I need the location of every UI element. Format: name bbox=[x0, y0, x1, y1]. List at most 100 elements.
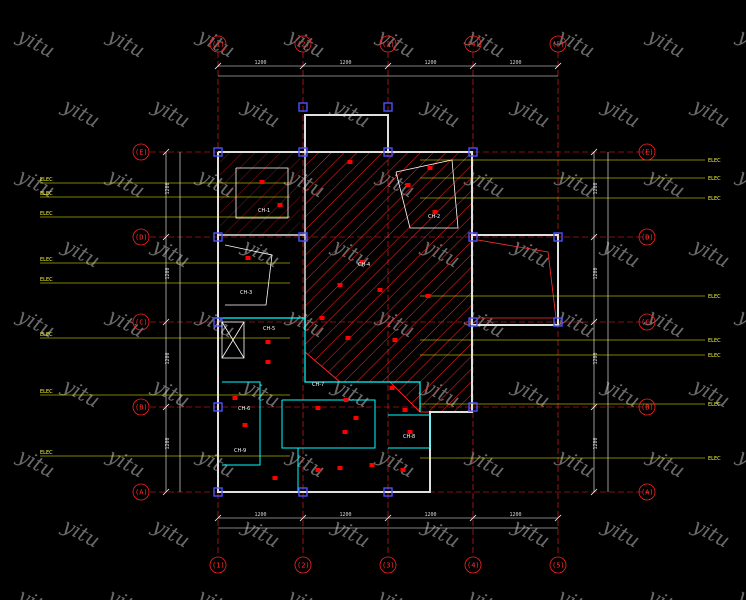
light-fixture-icon bbox=[400, 468, 406, 472]
grid-bubble-label: (1) bbox=[212, 41, 225, 49]
dimension-tick bbox=[469, 62, 477, 70]
watermark-text: yitu bbox=[283, 583, 329, 600]
watermark-text: yitu bbox=[553, 583, 599, 600]
watermark-text: yitu bbox=[238, 93, 284, 133]
watermark-text: yitu bbox=[283, 443, 329, 483]
dimension-tick bbox=[214, 514, 222, 522]
grid-bubble-icon bbox=[132, 228, 150, 246]
watermark-text: yitu bbox=[193, 583, 239, 600]
annotation-left: ELEC bbox=[40, 211, 53, 217]
dimension-label: 1200 bbox=[165, 352, 171, 364]
watermark-text: yitu bbox=[508, 373, 554, 413]
column-icon bbox=[553, 232, 563, 242]
dimension-tick bbox=[590, 148, 598, 156]
column-icon bbox=[383, 102, 393, 112]
grid-bubble-label: (C) bbox=[641, 319, 654, 327]
dimension-label: 1200 bbox=[593, 267, 599, 279]
watermark-text: yitu bbox=[373, 583, 419, 600]
dimension-tick bbox=[554, 62, 562, 70]
watermark-text: yitu bbox=[148, 233, 194, 273]
dimension-label: 1200 bbox=[510, 60, 522, 66]
light-fixture-icon bbox=[353, 416, 359, 420]
columns bbox=[213, 102, 563, 497]
light-fixture-icon bbox=[245, 256, 251, 260]
grid-bubble-icon bbox=[209, 556, 227, 574]
watermark-text: yitu bbox=[148, 513, 194, 553]
column-icon bbox=[213, 402, 223, 412]
light-fixture-icon bbox=[405, 183, 411, 187]
light-fixture-icon bbox=[315, 468, 321, 472]
watermark-text: yitu bbox=[13, 583, 59, 600]
watermark-text: yitu bbox=[58, 373, 104, 413]
dimension-label: 1200 bbox=[165, 267, 171, 279]
light-fixture-icon bbox=[432, 210, 438, 214]
grid-bubble-icon bbox=[464, 556, 482, 574]
dimension-tick bbox=[299, 514, 307, 522]
grid-bubble-label: (D) bbox=[135, 234, 148, 242]
dimension-label: 1200 bbox=[165, 437, 171, 449]
grid-bubble-icon bbox=[638, 313, 656, 331]
room-label: CH-7 bbox=[312, 382, 324, 388]
watermark-text: yitu bbox=[463, 583, 509, 600]
column-icon bbox=[213, 487, 223, 497]
watermark-text: yitu bbox=[688, 233, 734, 273]
light-fixture-icon bbox=[319, 316, 325, 320]
watermark-text: yitu bbox=[103, 23, 149, 63]
grid-bubble-icon bbox=[379, 556, 397, 574]
leader-lines: ELECELECELECELECELECELECELECELECELECELEC… bbox=[40, 158, 721, 462]
annotation-left: ELEC bbox=[40, 257, 53, 263]
annotation-left: ELEC bbox=[40, 389, 53, 395]
watermark-text: yitu bbox=[553, 303, 599, 343]
dimension-tick bbox=[162, 403, 170, 411]
watermark-text: yitu bbox=[643, 163, 689, 203]
light-fixture-icon bbox=[315, 406, 321, 410]
watermark-text: yitu bbox=[598, 93, 644, 133]
watermark-text: yitu bbox=[193, 443, 239, 483]
watermark-text: yitu bbox=[103, 583, 149, 600]
grid-bubble-label: (E) bbox=[641, 149, 654, 157]
grid-bubble-label: (A) bbox=[641, 489, 654, 497]
dimension-tick bbox=[384, 514, 392, 522]
dimension-label: 1200 bbox=[165, 182, 171, 194]
light-fixture-icon bbox=[392, 338, 398, 342]
dimension-label: 1200 bbox=[593, 437, 599, 449]
watermark-text: yitu bbox=[598, 513, 644, 553]
grid-bubble-icon bbox=[549, 556, 567, 574]
grid-bubble-icon bbox=[638, 398, 656, 416]
annotation-right: ELEC bbox=[708, 196, 721, 202]
stair-icon bbox=[221, 321, 245, 359]
light-fixture-icon bbox=[347, 160, 353, 164]
grid-bubble-label: (1) bbox=[212, 562, 225, 570]
room-label: CH-1 bbox=[258, 208, 270, 214]
watermark-text: yitu bbox=[58, 513, 104, 553]
light-fixture-icon bbox=[342, 430, 348, 434]
light-fixture-icon bbox=[265, 340, 271, 344]
annotation-left: ELEC bbox=[40, 191, 53, 197]
watermark-text: yitu bbox=[733, 303, 746, 343]
grid-bubble-label: (2) bbox=[297, 41, 310, 49]
watermark-text: yitu bbox=[418, 93, 464, 133]
dimension-label: 1200 bbox=[255, 512, 267, 518]
dimension-tick bbox=[469, 514, 477, 522]
room-labels: CH-1CH-2CH-3CH-4CH-5CH-6CH-7CH-8CH-9 bbox=[234, 208, 440, 454]
column-icon bbox=[468, 317, 478, 327]
light-fixture-icon bbox=[265, 360, 271, 364]
dimension-tick bbox=[590, 233, 598, 241]
annotation-left: ELEC bbox=[40, 177, 53, 183]
watermark-text: yitu bbox=[373, 443, 419, 483]
watermark-text: yitu bbox=[733, 23, 746, 63]
watermark-text: yitu bbox=[733, 163, 746, 203]
grid-bubble-label: (C) bbox=[135, 319, 148, 327]
grid-bubble-label: (D) bbox=[641, 234, 654, 242]
column-icon bbox=[383, 487, 393, 497]
annotation-right: ELEC bbox=[708, 456, 721, 462]
dimension-label: 1200 bbox=[340, 60, 352, 66]
grid-bubble-icon bbox=[638, 483, 656, 501]
grid-bubble-label: (4) bbox=[467, 41, 480, 49]
grid-bubble-label: (5) bbox=[552, 41, 565, 49]
column-icon bbox=[213, 147, 223, 157]
watermark-text: yitu bbox=[103, 163, 149, 203]
light-fixture-icon bbox=[427, 166, 433, 170]
dimension-label: 1200 bbox=[593, 182, 599, 194]
